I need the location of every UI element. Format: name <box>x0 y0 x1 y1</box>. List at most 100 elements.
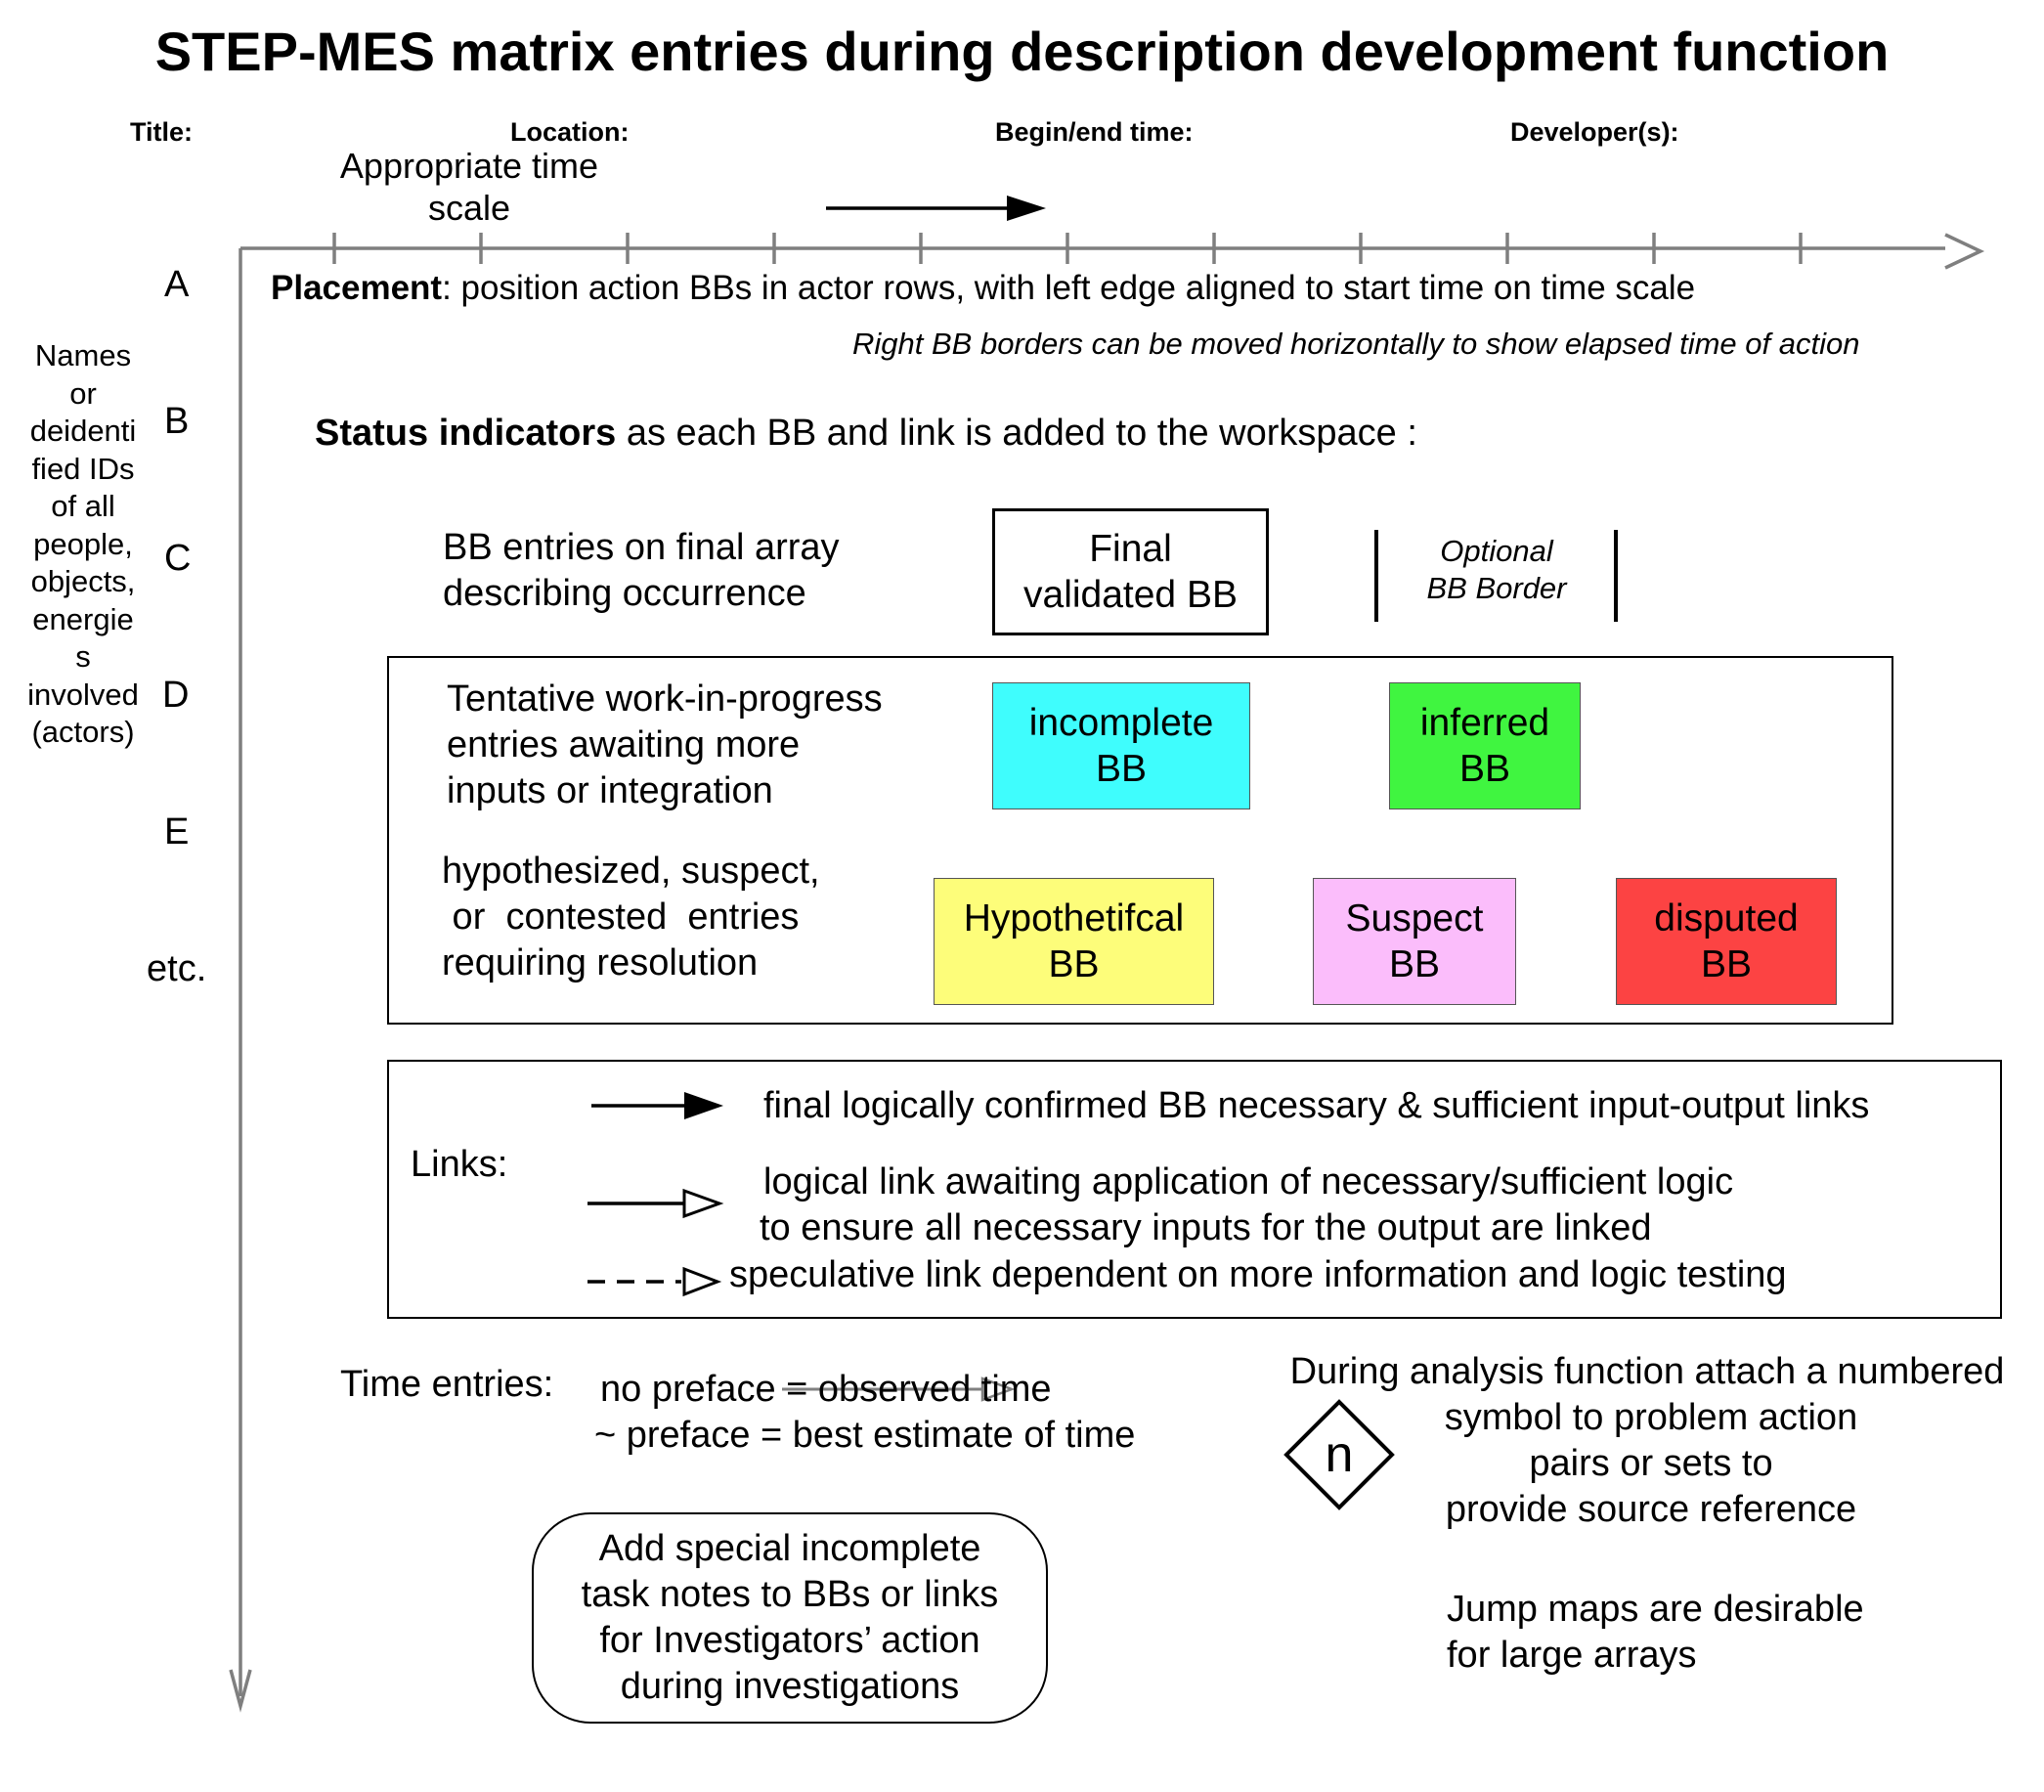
actors-line: Names <box>34 338 132 372</box>
incomplete-bb: incomplete BB <box>992 682 1250 809</box>
time-axis-ticks <box>332 233 1803 264</box>
links-legend-frame <box>387 1060 2002 1319</box>
page-title: STEP-MES matrix entries during descripti… <box>154 21 1890 82</box>
optional-bb-border-label: Optional BB Border <box>1393 533 1600 607</box>
time-scale-label-line1: Appropriate time <box>339 146 599 186</box>
speculative-link-head <box>682 1266 722 1297</box>
numbered-diamond-shape <box>1283 1399 1395 1510</box>
status-indicators-text: Status indicators as each BB and link is… <box>315 413 1417 455</box>
location-label: Location: <box>510 117 630 147</box>
suspect-bb: Suspect BB <box>1313 878 1516 1005</box>
analysis-line1: During analysis function attach a number… <box>1289 1351 2005 1392</box>
notes-line3: for Investigators’ action <box>599 1620 980 1661</box>
hypothesized-line2: or contested entries <box>442 896 800 938</box>
actors-description: Names or deidenti fied IDs of all people… <box>10 337 156 752</box>
hypothesized-description: hypothesized, suspect, or contested entr… <box>442 849 820 986</box>
time-scale-label-line2: scale <box>427 188 511 228</box>
notes-line2: task notes to BBs or links <box>581 1574 999 1615</box>
analysis-line3: pairs or sets to <box>1529 1443 1773 1484</box>
time-axis-arrowhead <box>1944 233 1985 270</box>
suspect-line2: BB <box>1388 943 1441 985</box>
confirmed-link-text: final logically confirmed BB necessary &… <box>763 1085 1870 1126</box>
final-entries-line2: describing occurrence <box>443 573 806 614</box>
tentative-line2: entries awaiting more <box>447 724 801 765</box>
row-label-e: E <box>164 811 190 852</box>
row-label-c: C <box>164 538 192 579</box>
numbered-symbol-n: n <box>1325 1426 1354 1483</box>
actors-line: s <box>75 639 91 674</box>
time-entry-arrow-head <box>980 1377 1016 1402</box>
incomplete-line1: incomplete <box>1028 702 1214 744</box>
inferred-line1: inferred <box>1419 702 1550 744</box>
jump-line1: Jump maps are desirable <box>1447 1589 1864 1630</box>
final-entries-description: BB entries on final array describing occ… <box>443 525 840 617</box>
row-label-etc: etc. <box>147 948 207 989</box>
actors-line: deidenti <box>29 414 137 448</box>
jump-line2: for large arrays <box>1447 1635 1697 1676</box>
time-direction-arrow-head <box>1007 196 1046 221</box>
notes-line1: Add special incomplete <box>598 1528 981 1569</box>
placement-note: Right BB borders can be moved horizontal… <box>852 327 1860 361</box>
task-notes-box: Add special incomplete task notes to BBs… <box>532 1512 1048 1724</box>
row-label-a: A <box>164 264 190 305</box>
links-label: Links: <box>411 1144 508 1185</box>
begin-end-time-label: Begin/end time: <box>995 117 1194 147</box>
optional-line1: Optional <box>1440 534 1553 568</box>
tentative-description: Tentative work-in-progress entries await… <box>447 677 883 814</box>
placement-rest: : position action BBs in actor rows, wit… <box>442 269 1696 307</box>
actors-line: fied IDs <box>31 451 135 486</box>
hypothesized-line1: hypothesized, suspect, <box>442 851 820 892</box>
status-prefix: S <box>315 413 340 454</box>
time-entries-label: Time entries: <box>340 1364 554 1405</box>
tentative-line1: Tentative work-in-progress <box>447 678 883 720</box>
actor-axis-arrowhead <box>229 1669 252 1713</box>
inferred-bb: inferred BB <box>1389 682 1581 809</box>
actors-line: (actors) <box>31 715 135 749</box>
inferred-line2: BB <box>1458 748 1511 790</box>
placement-bold: Placement <box>271 269 443 307</box>
actors-line: of all <box>51 489 115 523</box>
awaiting-link-head <box>682 1188 724 1219</box>
optional-line2: BB Border <box>1426 571 1567 605</box>
suspect-line1: Suspect <box>1345 897 1484 940</box>
disputed-line2: BB <box>1700 943 1753 985</box>
row-label-b: B <box>164 401 190 442</box>
tentative-line3: inputs or integration <box>447 770 773 811</box>
status-bold: tatus indicators <box>339 413 617 454</box>
analysis-description: During analysis function attach a number… <box>1251 1349 2043 1533</box>
speculative-link-text: speculative link dependent on more infor… <box>729 1254 1787 1295</box>
status-legend-frame <box>387 656 1893 1025</box>
final-validated-bb: Final validated BB <box>992 508 1269 635</box>
analysis-line4: provide source reference <box>1445 1489 1857 1530</box>
confirmed-link-head <box>684 1092 723 1119</box>
row-label-d: D <box>162 675 190 716</box>
hypothesized-line3: requiring resolution <box>442 942 759 983</box>
time-scale-label: Appropriate time scale <box>323 145 616 229</box>
incomplete-line2: BB <box>1095 748 1148 790</box>
disputed-line1: disputed <box>1654 897 1799 940</box>
analysis-line2: symbol to problem action <box>1444 1397 1858 1438</box>
time-entries-description: no preface = observed time ~ preface = b… <box>594 1367 1135 1459</box>
title-label: Title: <box>130 117 194 147</box>
actors-line: people, <box>33 526 133 561</box>
awaiting-line2: to ensure all necessary inputs for the o… <box>760 1207 1652 1248</box>
hypothetical-line2: BB <box>1048 943 1100 985</box>
awaiting-line1: logical link awaiting application of nec… <box>763 1161 1734 1202</box>
actors-line: involved <box>27 677 139 712</box>
awaiting-link-text: logical link awaiting application of nec… <box>760 1159 1733 1251</box>
final-entries-line1: BB entries on final array <box>443 527 840 568</box>
jump-maps-note: Jump maps are desirable for large arrays <box>1447 1587 1864 1679</box>
actors-line: objects, <box>30 564 136 598</box>
time-entries-line1: no preface = observed time <box>600 1369 1052 1410</box>
developers-label: Developer(s): <box>1510 117 1679 147</box>
hypothetical-bb: Hypothetifcal BB <box>934 878 1214 1005</box>
placement-text: Placement: position action BBs in actor … <box>271 269 1695 308</box>
disputed-bb: disputed BB <box>1616 878 1837 1005</box>
status-rest: as each BB and link is added to the work… <box>616 413 1417 454</box>
final-bb-line2: validated BB <box>1023 574 1238 616</box>
actors-line: energie <box>32 601 134 636</box>
notes-line4: during investigations <box>620 1666 960 1707</box>
hypothetical-line1: Hypothetifcal <box>963 897 1185 940</box>
time-entries-line2: ~ preface = best estimate of time <box>594 1415 1136 1456</box>
